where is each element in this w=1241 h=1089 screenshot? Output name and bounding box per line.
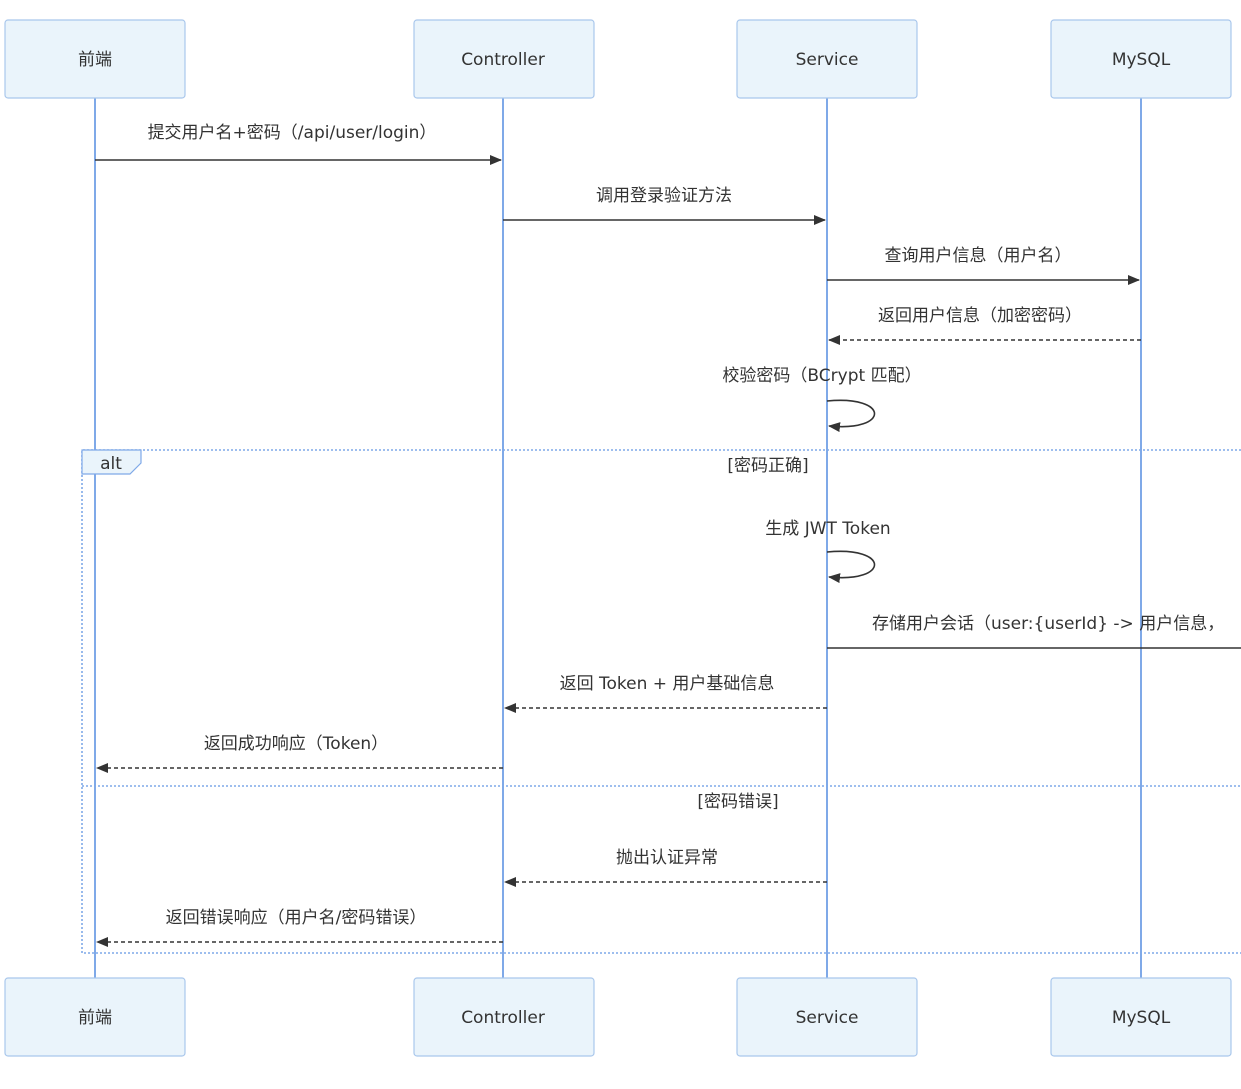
actor-label: MySQL <box>1112 1008 1171 1028</box>
message-label: 生成 JWT Token <box>765 519 890 539</box>
actor-label: 前端 <box>78 1008 112 1028</box>
message-store-session: 存储用户会话（user:{userId} -> 用户信息， <box>827 614 1241 649</box>
alt-guard-failure: [密码错误] <box>697 792 778 812</box>
actor-top-service: Service <box>736 19 918 99</box>
actor-bottom-mysql: MySQL <box>1050 977 1232 1057</box>
message-return-error: 返回错误响应（用户名/密码错误） <box>96 908 503 947</box>
actor-top-frontend: 前端 <box>4 19 186 99</box>
actor-label: Service <box>796 50 859 70</box>
actor-top-controller: Controller <box>413 19 595 99</box>
message-label: 抛出认证异常 <box>616 848 718 868</box>
message-label: 返回成功响应（Token） <box>204 734 388 754</box>
actor-label: Controller <box>461 1008 545 1028</box>
message-label: 调用登录验证方法 <box>596 186 732 206</box>
message-label: 返回 Token + 用户基础信息 <box>560 674 775 694</box>
message-label: 提交用户名+密码（/api/user/login） <box>148 123 437 143</box>
actor-bottom-controller: Controller <box>413 977 595 1057</box>
message-label: 返回错误响应（用户名/密码错误） <box>166 908 427 928</box>
message-label: 查询用户信息（用户名） <box>885 246 1072 266</box>
alt-frame-tag <box>81 449 142 475</box>
alt-frame-border <box>81 449 1241 954</box>
alt-frame: alt [密码正确] [密码错误] <box>81 449 1241 954</box>
actor-bottom-service: Service <box>736 977 918 1057</box>
alt-guard-success: [密码正确] <box>727 456 808 476</box>
self-message-loop <box>826 399 876 433</box>
message-submit-credentials: 提交用户名+密码（/api/user/login） <box>95 123 502 165</box>
actor-label: Service <box>796 1008 859 1028</box>
message-verify-password: 校验密码（BCrypt 匹配） <box>722 366 922 433</box>
message-call-login-verify: 调用登录验证方法 <box>503 186 826 225</box>
message-query-user: 查询用户信息（用户名） <box>827 246 1140 285</box>
message-generate-jwt: 生成 JWT Token <box>765 519 891 584</box>
actor-top-mysql: MySQL <box>1050 19 1232 99</box>
actor-label: 前端 <box>78 50 112 70</box>
actor-label: MySQL <box>1112 50 1171 70</box>
actor-bottom-frontend: 前端 <box>4 977 186 1057</box>
message-label: 返回用户信息（加密密码） <box>878 306 1082 326</box>
message-return-token: 返回 Token + 用户基础信息 <box>504 674 827 713</box>
alt-frame-tag-label: alt <box>100 454 122 474</box>
actor-label: Controller <box>461 50 545 70</box>
message-throw-auth-exception: 抛出认证异常 <box>504 848 827 887</box>
message-label: 存储用户会话（user:{userId} -> 用户信息， <box>872 614 1224 634</box>
message-return-success: 返回成功响应（Token） <box>96 734 503 773</box>
message-label: 校验密码（BCrypt 匹配） <box>722 366 921 386</box>
message-return-user-info: 返回用户信息（加密密码） <box>828 306 1141 345</box>
self-message-loop <box>826 550 876 584</box>
